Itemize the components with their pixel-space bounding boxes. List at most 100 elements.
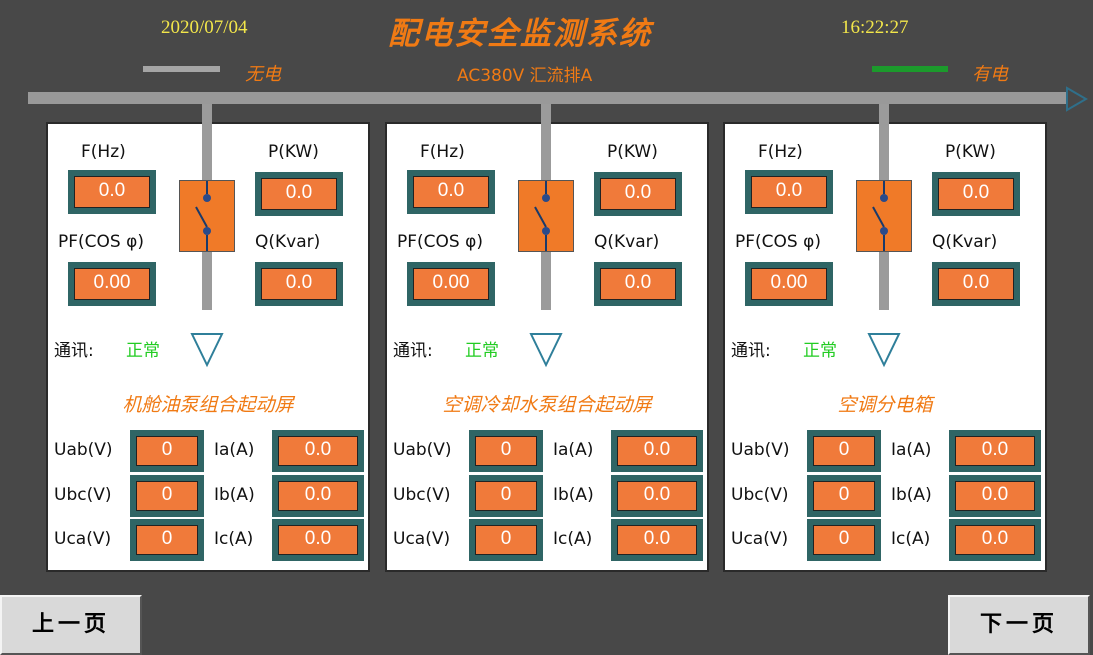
- load-arrow-icon: [190, 333, 224, 368]
- load-name: 空调冷却水泵组合起动屏: [442, 394, 652, 416]
- freq-label: F(Hz): [420, 142, 465, 162]
- ubc-label: Ubc(V): [54, 485, 112, 505]
- ic-label: Ic(A): [214, 529, 254, 549]
- uab-value: 0: [136, 436, 198, 466]
- feeder-panel-3: F(Hz) 0.0 P(KW) 0.0 PF(COS φ) 0.00 Q(Kva…: [723, 104, 1047, 572]
- ib-label: Ib(A): [214, 485, 255, 505]
- uca-display: 0: [469, 519, 543, 561]
- no-power-indicator: [143, 66, 220, 72]
- uca-display: 0: [130, 519, 204, 561]
- prev-page-button[interactable]: 上一页: [0, 595, 142, 655]
- ic-value: 0.0: [278, 525, 358, 555]
- ib-label: Ib(A): [553, 485, 594, 505]
- power-display: 0.0: [255, 172, 343, 216]
- ia-label: Ia(A): [214, 440, 255, 460]
- freq-label: F(Hz): [758, 142, 803, 162]
- ia-value: 0.0: [617, 436, 697, 466]
- breaker-switch[interactable]: [179, 180, 235, 252]
- reactive-power-value: 0.0: [938, 268, 1014, 300]
- power-label: P(KW): [268, 142, 319, 162]
- uab-display: 0: [130, 430, 204, 472]
- comm-label: 通讯:: [393, 341, 433, 361]
- load-name: 空调分电箱: [837, 394, 933, 416]
- reactive-power-value: 0.0: [600, 268, 676, 300]
- uca-value: 0: [813, 525, 875, 555]
- feeder-panel-2: F(Hz) 0.0 P(KW) 0.0 PF(COS φ) 0.00 Q(Kva…: [385, 104, 709, 572]
- ia-display: 0.0: [611, 430, 703, 472]
- ubc-value: 0: [475, 481, 537, 511]
- ia-value: 0.0: [955, 436, 1035, 466]
- ib-value: 0.0: [955, 481, 1035, 511]
- no-power-label: 无电: [245, 64, 281, 85]
- ib-label: Ib(A): [891, 485, 932, 505]
- ic-value: 0.0: [955, 525, 1035, 555]
- feeder-panel-1: F(Hz) 0.0 P(KW) 0.0 PF(COS φ) 0.00 Q(Kva…: [46, 104, 370, 572]
- pf-display: 0.00: [407, 262, 495, 306]
- ia-label: Ia(A): [891, 440, 932, 460]
- reactive-power-label: Q(Kvar): [932, 232, 998, 252]
- reactive-power-value: 0.0: [261, 268, 337, 300]
- pf-value: 0.00: [74, 268, 150, 300]
- ubc-label: Ubc(V): [731, 485, 789, 505]
- reactive-power-display: 0.0: [932, 262, 1020, 306]
- time-display: 16:22:27: [841, 17, 909, 38]
- freq-value: 0.0: [74, 176, 150, 208]
- power-label: P(KW): [607, 142, 658, 162]
- reactive-power-display: 0.0: [594, 262, 682, 306]
- power-label: P(KW): [945, 142, 996, 162]
- page-title: 配电安全监测系统: [388, 16, 652, 52]
- ubc-display: 0: [807, 475, 881, 517]
- load-arrow-icon: [529, 333, 563, 368]
- breaker-switch[interactable]: [856, 180, 912, 252]
- ic-value: 0.0: [617, 525, 697, 555]
- uab-label: Uab(V): [731, 440, 790, 460]
- pf-display: 0.00: [745, 262, 833, 306]
- breaker-switch[interactable]: [518, 180, 574, 252]
- reactive-power-display: 0.0: [255, 262, 343, 306]
- load-arrow-icon: [867, 333, 901, 368]
- uca-display: 0: [807, 519, 881, 561]
- busbar: [28, 92, 1068, 104]
- freq-display: 0.0: [745, 170, 833, 214]
- power-value: 0.0: [938, 178, 1014, 210]
- uca-label: Uca(V): [54, 529, 112, 549]
- pf-label: PF(COS φ): [735, 232, 821, 252]
- pf-display: 0.00: [68, 262, 156, 306]
- pf-label: PF(COS φ): [397, 232, 483, 252]
- comm-status: 正常: [803, 341, 837, 361]
- ia-label: Ia(A): [553, 440, 594, 460]
- ic-label: Ic(A): [553, 529, 593, 549]
- ib-display: 0.0: [949, 475, 1041, 517]
- uab-value: 0: [475, 436, 537, 466]
- date-display: 2020/07/04: [161, 17, 248, 38]
- load-name: 机舱油泵组合起动屏: [122, 394, 294, 416]
- uab-label: Uab(V): [54, 440, 113, 460]
- ic-display: 0.0: [611, 519, 703, 561]
- reactive-power-label: Q(Kvar): [594, 232, 660, 252]
- pf-label: PF(COS φ): [58, 232, 144, 252]
- reactive-power-label: Q(Kvar): [255, 232, 321, 252]
- freq-value: 0.0: [413, 176, 489, 208]
- ib-value: 0.0: [278, 481, 358, 511]
- ubc-label: Ubc(V): [393, 485, 451, 505]
- uca-value: 0: [475, 525, 537, 555]
- ic-display: 0.0: [272, 519, 364, 561]
- comm-label: 通讯:: [731, 341, 771, 361]
- ib-display: 0.0: [611, 475, 703, 517]
- uab-display: 0: [469, 430, 543, 472]
- power-display: 0.0: [594, 172, 682, 216]
- freq-value: 0.0: [751, 176, 827, 208]
- pf-value: 0.00: [413, 268, 489, 300]
- pf-value: 0.00: [751, 268, 827, 300]
- uca-value: 0: [136, 525, 198, 555]
- uab-display: 0: [807, 430, 881, 472]
- next-page-button[interactable]: 下一页: [948, 595, 1090, 655]
- uca-label: Uca(V): [393, 529, 451, 549]
- comm-label: 通讯:: [54, 341, 94, 361]
- freq-display: 0.0: [407, 170, 495, 214]
- uca-label: Uca(V): [731, 529, 789, 549]
- ubc-display: 0: [130, 475, 204, 517]
- ia-display: 0.0: [272, 430, 364, 472]
- has-power-indicator: [872, 66, 948, 72]
- uab-value: 0: [813, 436, 875, 466]
